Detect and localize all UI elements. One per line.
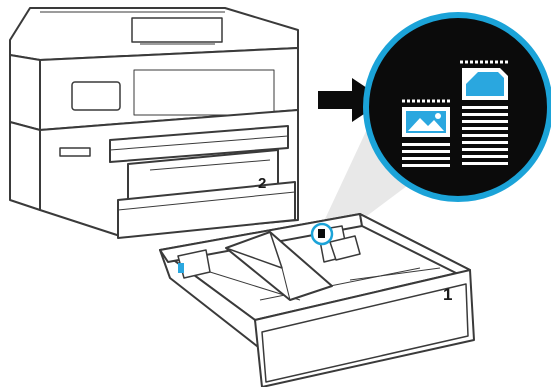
tray-2-label: 2 bbox=[258, 175, 266, 192]
landscape-paper-icon bbox=[402, 101, 450, 167]
printer-side-lower bbox=[10, 122, 40, 210]
magnifier-callout bbox=[366, 15, 550, 199]
tray-1-label: 1 bbox=[443, 285, 452, 304]
printer-front-upper bbox=[10, 55, 40, 130]
printer bbox=[10, 8, 298, 238]
usb-port bbox=[60, 148, 90, 156]
guide-blue-tab bbox=[178, 263, 184, 273]
control-panel-screen bbox=[72, 82, 120, 110]
portrait-paper-icon bbox=[460, 62, 510, 165]
